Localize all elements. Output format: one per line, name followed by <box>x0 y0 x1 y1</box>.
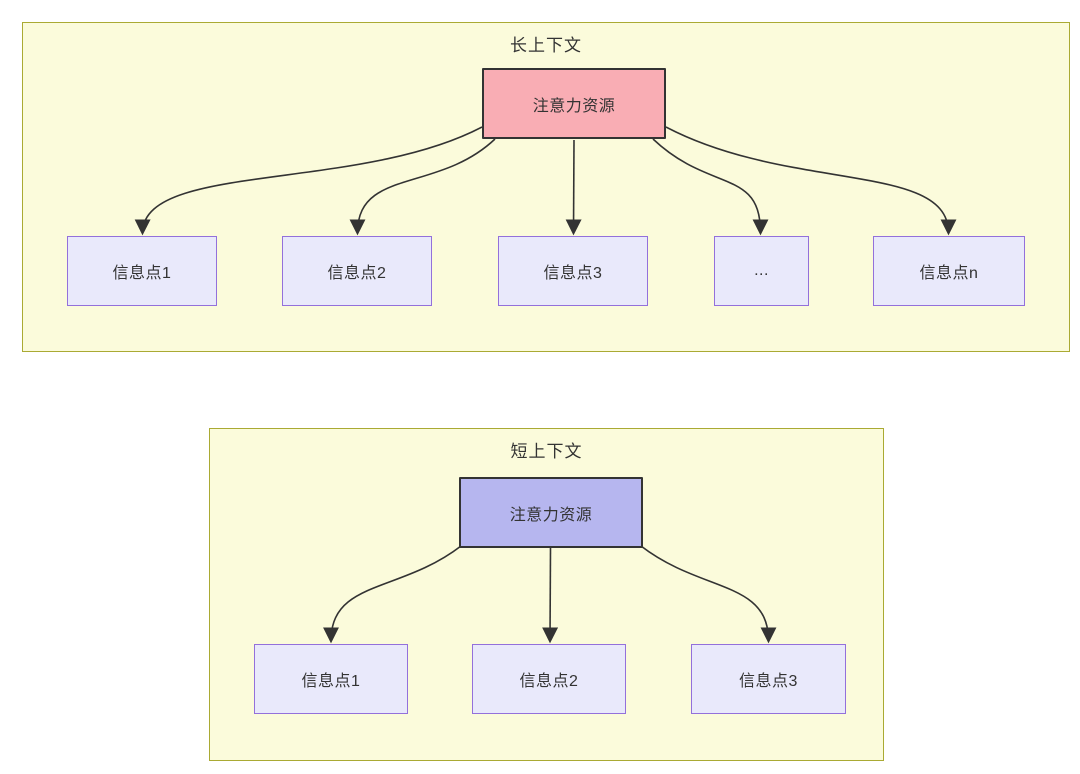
long-context-title: 长上下文 <box>510 36 582 55</box>
info-node-long-3: 信息点3 <box>498 236 648 306</box>
info-node-long-1-label: 信息点1 <box>112 265 172 282</box>
info-node-long-ellipsis: ... <box>714 236 809 306</box>
info-node-short-2: 信息点2 <box>472 644 626 714</box>
info-node-long-2-label: 信息点2 <box>327 265 387 282</box>
info-node-short-1-label: 信息点1 <box>301 673 361 690</box>
short-context-title: 短上下文 <box>510 442 583 461</box>
info-node-short-2-label: 信息点2 <box>519 673 579 690</box>
attention-node-long-label: 注意力资源 <box>532 97 616 115</box>
attention-node-long: 注意力资源 <box>482 68 666 139</box>
info-node-short-3-label: 信息点3 <box>739 673 798 690</box>
info-node-long-n: 信息点n <box>873 236 1025 306</box>
info-node-long-1: 信息点1 <box>67 236 217 306</box>
info-node-long-3-label: 信息点3 <box>543 265 603 282</box>
info-node-long-n-label: 信息点n <box>919 265 979 282</box>
info-node-short-3: 信息点3 <box>691 644 846 714</box>
attention-node-short-label: 注意力资源 <box>509 506 593 524</box>
info-node-long-2: 信息点2 <box>282 236 432 306</box>
info-node-long-ellipsis-label: ... <box>754 262 769 279</box>
attention-node-short: 注意力资源 <box>459 477 643 548</box>
info-node-short-1: 信息点1 <box>254 644 408 714</box>
